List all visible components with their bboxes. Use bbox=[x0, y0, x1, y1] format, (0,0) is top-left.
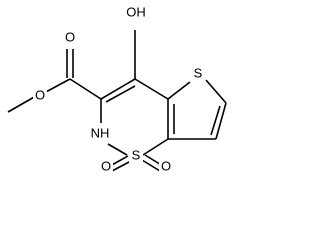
ring-nh-text: NH bbox=[91, 126, 110, 141]
sulfonyl-oxygen-left-text: O bbox=[101, 159, 111, 173]
bond-methyl-o bbox=[7, 95, 37, 113]
bond-o-carbonyl-c bbox=[43, 78, 71, 94]
sulfonyl-sulfur-label: S bbox=[129, 146, 143, 163]
hydroxyl-text: OH bbox=[126, 5, 146, 20]
thiophene-sulfur-text: S bbox=[194, 66, 203, 81]
sulfonyl-oxygen-left-label: O bbox=[99, 158, 113, 172]
chemical-structure: OH O O S NH S O O bbox=[7, 3, 227, 172]
bond-c2-c3-inner bbox=[210, 105, 221, 136]
sulfonyl-oxygen-right-label: O bbox=[159, 158, 173, 172]
sulfonyl-oxygen-right-text: O bbox=[161, 159, 171, 173]
ester-carbonyl-oxygen-text: O bbox=[65, 30, 75, 45]
hydroxyl-label: OH bbox=[125, 3, 147, 20]
bond-s1-c7a bbox=[142, 138, 169, 156]
bond-c3-c4-inner bbox=[105, 85, 136, 103]
atom-labels: OH O O S NH S O O bbox=[33, 3, 205, 172]
bond-s1-o-left-a bbox=[111, 160, 132, 172]
sulfonyl-sulfur-text: S bbox=[132, 148, 141, 163]
ester-ether-oxygen-label: O bbox=[33, 86, 47, 103]
bond-c4-c4a bbox=[134, 78, 169, 100]
ring-nh-label: NH bbox=[89, 124, 111, 141]
ester-carbonyl-oxygen-label: O bbox=[63, 28, 77, 45]
bond-s1-o-right-a bbox=[141, 159, 161, 172]
bond-carbonyl-c3 bbox=[69, 78, 102, 100]
bond-c4a-s bbox=[167, 81, 191, 100]
bond-c2-c3 bbox=[215, 102, 227, 140]
bond-n-s1 bbox=[107, 143, 128, 156]
ester-ether-oxygen-text: O bbox=[35, 88, 45, 103]
thiophene-sulfur-label: S bbox=[191, 64, 205, 81]
bond-s-c2 bbox=[205, 79, 227, 104]
bond-c3-c4 bbox=[100, 78, 136, 100]
